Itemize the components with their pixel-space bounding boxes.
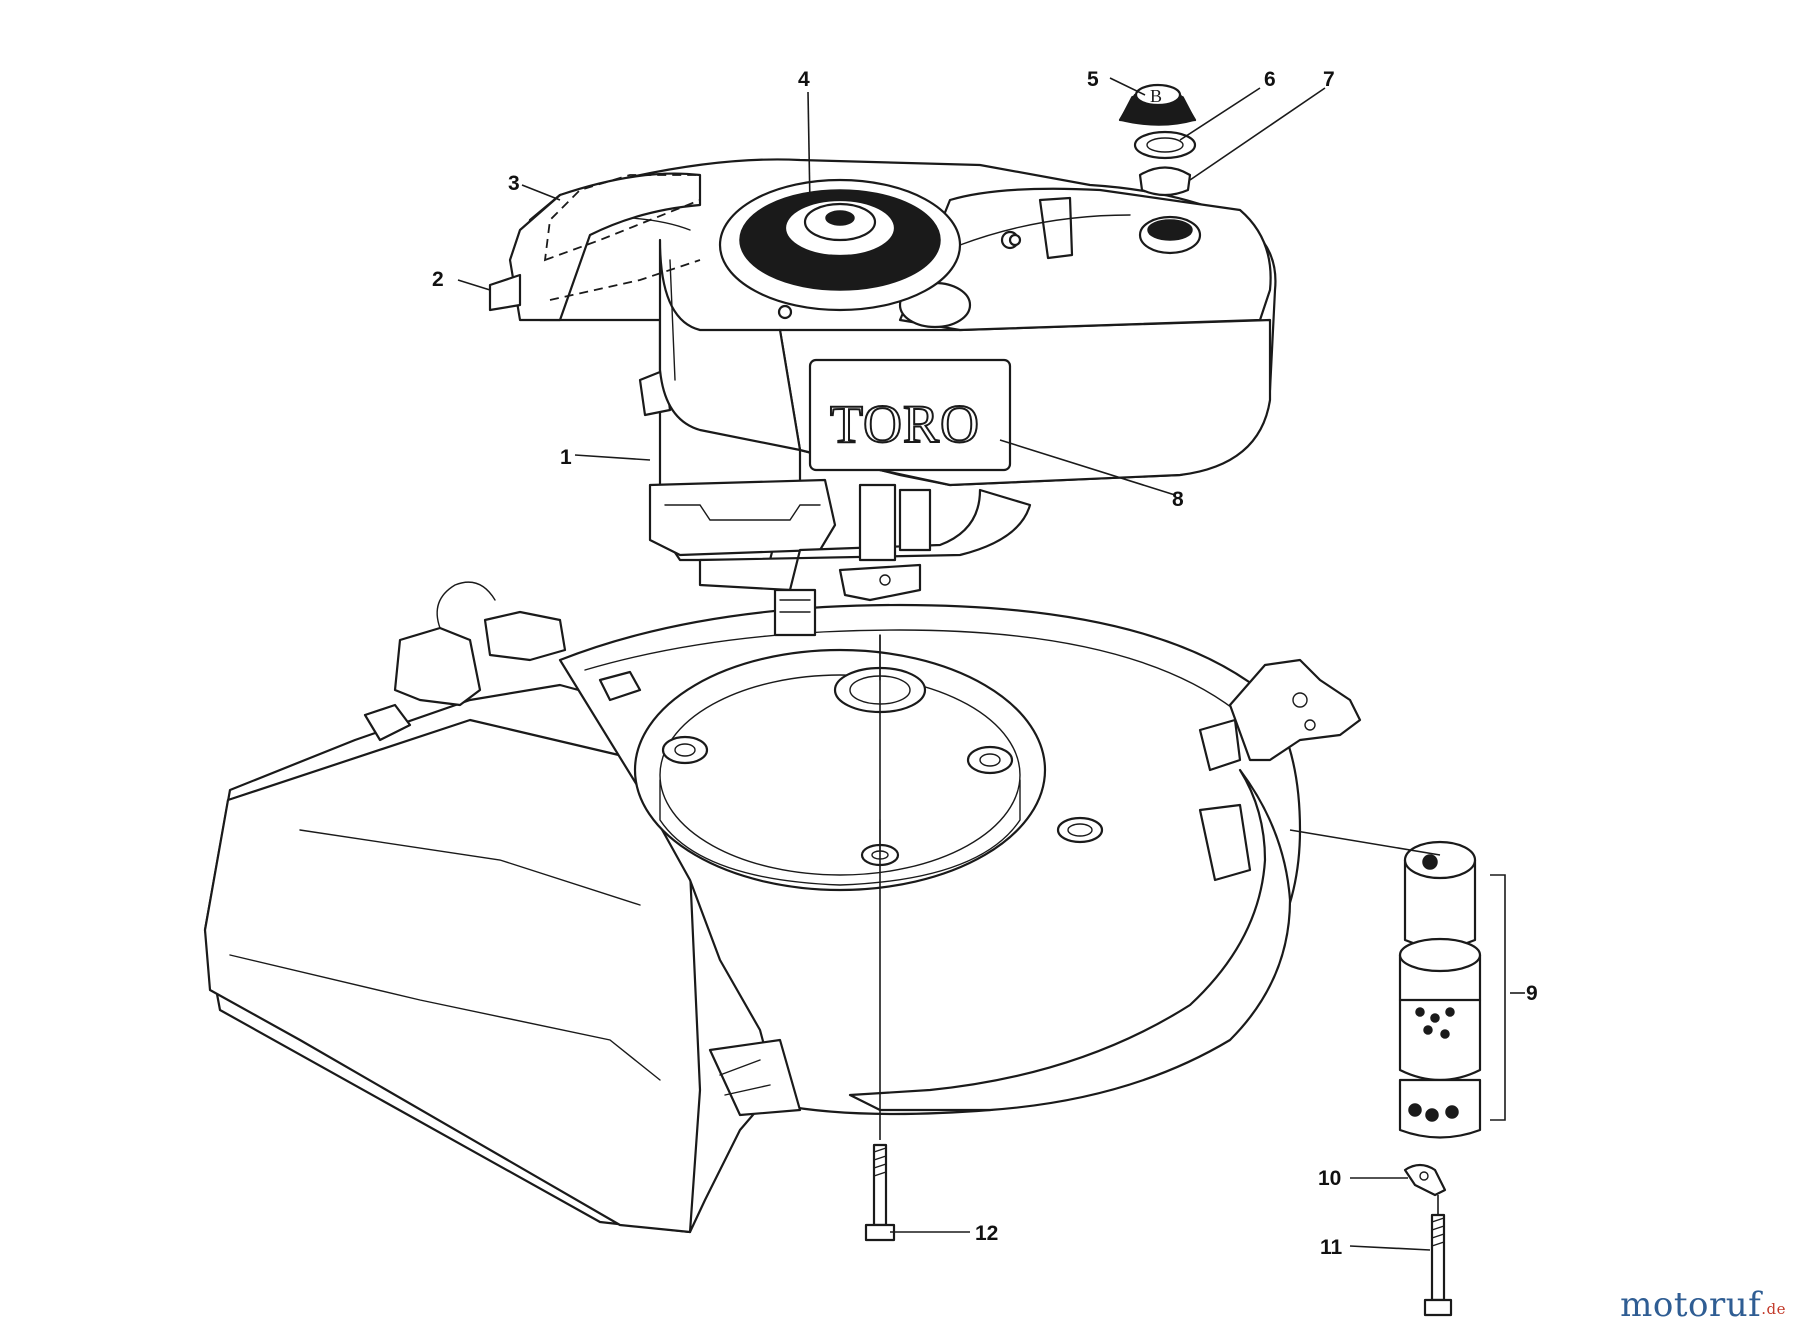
gas-cap-gasket	[1133, 130, 1197, 160]
callout-12: 12	[975, 1222, 998, 1245]
gas-cap-vent	[1138, 166, 1192, 197]
callout-10: 10	[1318, 1167, 1341, 1190]
callout-9: 9	[1526, 982, 1538, 1005]
mounting-spacer	[1398, 840, 1482, 1139]
watermark-logo: motoruf.de	[1620, 1285, 1786, 1325]
callout-7: 7	[1323, 68, 1335, 91]
callout-5: 5	[1087, 68, 1099, 91]
gas-cap: B	[1118, 83, 1197, 126]
bolt-11	[1423, 1213, 1453, 1317]
mower-deck	[203, 581, 1362, 1234]
deck-mount-boss	[966, 745, 1014, 775]
callout-4: 4	[798, 68, 810, 91]
deck-mount-boss	[661, 735, 709, 765]
callout-2: 2	[432, 268, 444, 291]
callout-1: 1	[560, 446, 572, 469]
callout-11: 11	[1320, 1236, 1343, 1259]
svg-text:B: B	[1150, 86, 1162, 106]
baffle-tab	[488, 273, 522, 312]
watermark-tld: .de	[1761, 1300, 1786, 1318]
bolt-12	[864, 1143, 896, 1242]
toro-logo: TORO	[830, 394, 980, 454]
engine: TORO	[508, 158, 1277, 637]
fuel-tank	[898, 187, 1272, 332]
callout-8: 8	[1172, 488, 1184, 511]
callout-3: 3	[508, 172, 520, 195]
watermark-text: motoruf	[1620, 1285, 1762, 1325]
callout-6: 6	[1264, 68, 1276, 91]
recoil-starter	[718, 178, 962, 312]
